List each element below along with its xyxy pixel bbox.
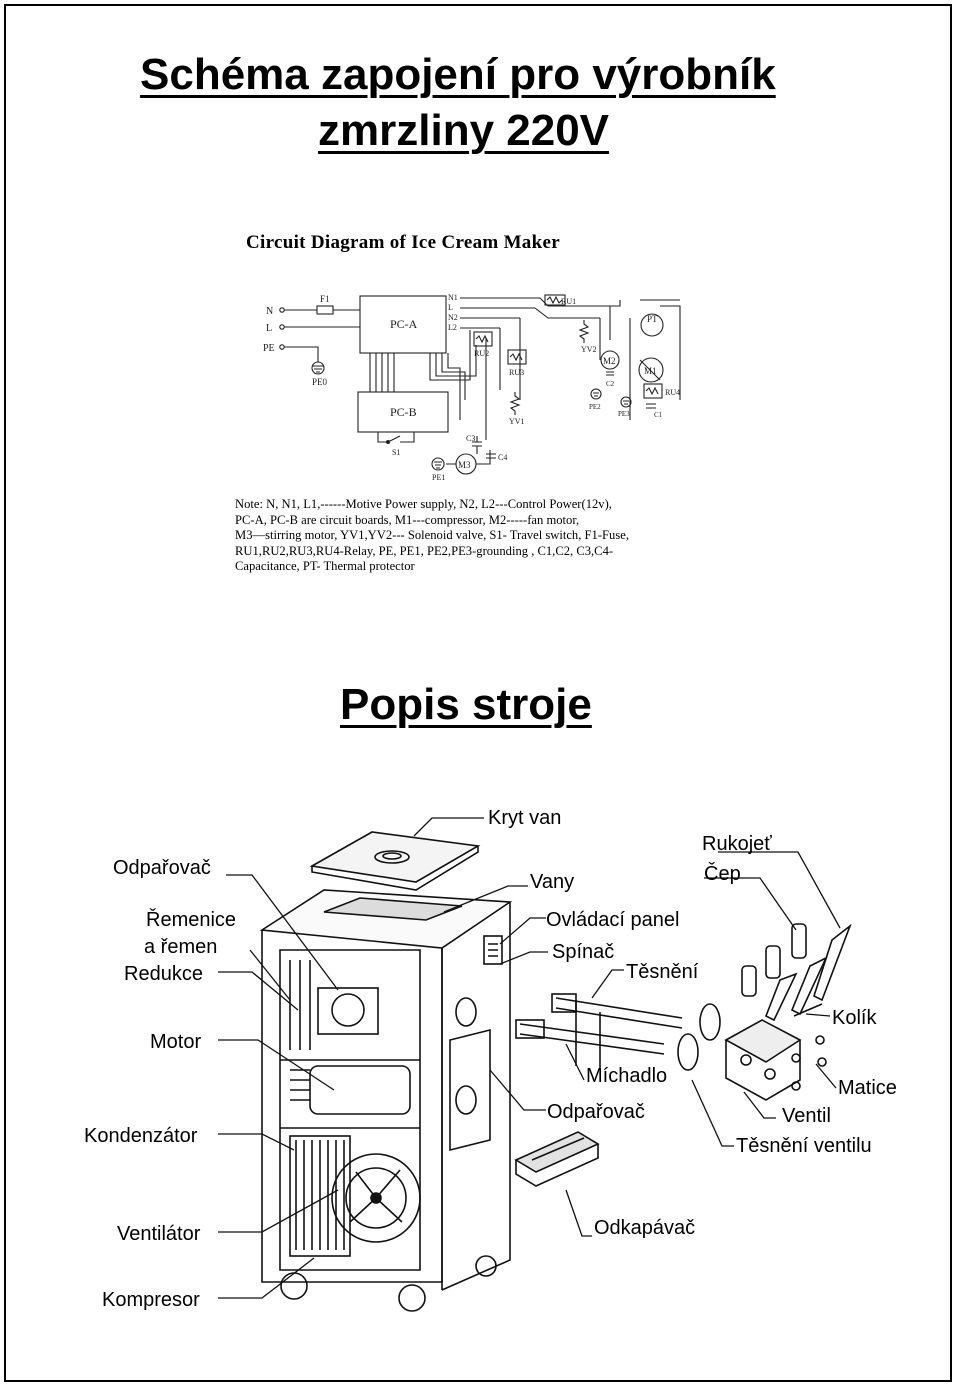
fuse-f1: F1 [316,294,334,315]
page-border [4,4,952,1382]
svg-text:M2: M2 [603,356,616,366]
label-drip-tray: Odkapávač [594,1217,696,1239]
svg-text:C2: C2 [606,380,615,388]
svg-text:YV2: YV2 [581,345,597,354]
svg-text:RU4: RU4 [665,388,680,397]
label-pin: Kolík [832,1007,877,1029]
bus-labels: N1 L N2 L2 [448,293,458,332]
solenoid-valve-yv1: YV1 [509,392,525,426]
cabinet [259,889,513,1312]
svg-text:RU2: RU2 [474,349,489,358]
capacitor-c4: C4 [486,453,507,462]
svg-text:RU3: RU3 [509,368,524,377]
label-evaporator-right: Odpařovač [547,1101,645,1123]
svg-text:PE3: PE3 [618,410,630,418]
fan-motor-m2: M2 C2 [600,350,620,388]
circuit-diagram-title: Circuit Diagram of Ice Cream Maker [246,232,560,253]
document-title-line-2: zmrzliny 220V [318,106,610,155]
ground-pe2: PE2 [589,388,602,411]
circuit-diagram: N L PE F1 PE0 PC-A N1 L N2 L2 [263,293,681,482]
svg-text:YV1: YV1 [509,417,525,426]
circuit-board-pcb: PC-B [357,391,449,433]
svg-text:F1: F1 [320,294,330,304]
label-reducer: Redukce [124,963,203,985]
svg-text:PC-B: PC-B [390,405,417,419]
terminal-l-label: L [266,323,272,334]
label-switch: Spínač [552,941,615,963]
section-title: Popis stroje [340,680,592,729]
supply-terminals: N L PE [263,306,360,362]
label-seal: Těsnění [626,961,699,983]
drip-tray [514,1131,600,1187]
svg-text:PE0: PE0 [312,377,328,387]
label-motor: Motor [150,1031,202,1053]
document-title-line-1: Schéma zapojení pro výrobník [140,50,776,99]
label-tank-lid: Kryt van [488,807,562,829]
label-pulley: Řemenice [146,909,237,931]
svg-text:PT: PT [647,314,658,324]
relay-ru2: RU2 [473,331,493,358]
thermal-protector-pt: PT [640,313,664,337]
svg-text:S1: S1 [392,448,400,457]
leader-lines [218,817,841,1299]
relay-ru3: RU3 [507,349,527,377]
solenoid-valve-yv2: YV2 [578,320,597,354]
terminal-pe-label: PE [263,343,275,354]
label-valve: Ventil [782,1105,831,1127]
label-evaporator-left: Odpařovač [113,857,211,879]
svg-text:RU1: RU1 [561,297,576,306]
compressor-m1: M1 [638,357,664,383]
svg-text:C4: C4 [498,453,507,462]
svg-text:L2: L2 [448,323,457,332]
label-compressor: Kompresor [102,1289,200,1311]
capacitor-c3: C3 [466,434,482,454]
ground-pe1: PE1 [431,457,445,482]
svg-text:N1: N1 [448,293,458,302]
main-wiring [369,297,681,440]
label-fan: Ventilátor [117,1223,201,1245]
ground-pe3: PE3 [618,396,632,418]
capacitor-c1: C1 [646,403,663,419]
circuit-legend-note: Note: N, N1, L1,------Motive Power suppl… [235,497,629,574]
label-control-panel: Ovládací panel [546,909,680,931]
label-and-belt: a řemen [144,936,218,958]
svg-text:C3: C3 [466,434,475,443]
svg-text:N2: N2 [448,313,458,322]
exploded-parts [515,923,852,1101]
travel-switch-s1: S1 [377,432,415,457]
label-valve-seal: Těsnění ventilu [736,1135,872,1157]
ground-pe0: PE0 [311,361,328,387]
label-tanks: Vany [530,871,575,893]
label-nut: Matice [838,1077,897,1099]
terminal-n-label: N [266,306,273,317]
label-beater: Míchadlo [586,1065,668,1087]
svg-text:PC-A: PC-A [390,317,418,331]
svg-text:L: L [448,303,453,312]
label-condenser: Kondenzátor [84,1125,198,1147]
svg-text:PE1: PE1 [432,473,445,482]
tank-lid [309,831,481,891]
svg-text:PE2: PE2 [589,403,601,411]
circuit-board-pca: PC-A [359,295,447,354]
label-handle: Rukojeť [702,833,772,855]
relay-ru1: RU1 [544,294,576,306]
relay-ru4: RU4 [643,383,680,399]
svg-text:C1: C1 [654,411,663,419]
svg-text:M3: M3 [458,460,471,470]
label-tap: Čep [704,863,741,885]
stirring-motor-m3: M3 [446,450,491,475]
